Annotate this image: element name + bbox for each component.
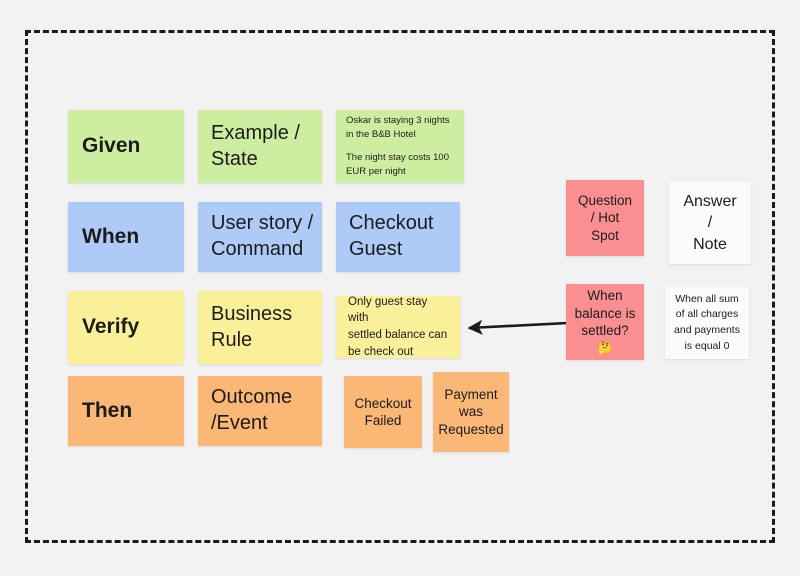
dashed-frame-border: [25, 30, 775, 543]
question-balance-line1: When: [587, 288, 623, 304]
card-example-state-line1: Example /: [211, 121, 300, 144]
row-label-then[interactable]: Then: [68, 376, 184, 446]
legend-question-line2: / Hot: [590, 210, 620, 226]
card-payment-requested-line2: was: [458, 404, 483, 420]
thinking-face-icon: 🤔: [597, 341, 613, 356]
card-example-state[interactable]: Example / State: [198, 110, 322, 183]
question-to-rule-arrow: [467, 319, 569, 335]
card-business-rule-line1: Business: [211, 302, 293, 325]
row-label-verify-text: Verify: [82, 315, 140, 339]
row-label-when-text: When: [82, 224, 140, 248]
card-user-story-line1: User story /: [211, 212, 314, 235]
card-user-story-command[interactable]: User story / Command: [198, 202, 322, 272]
card-outcome-event-line1: Outcome: [211, 386, 293, 409]
question-balance-line3: settled? 🤔: [574, 322, 636, 357]
card-payment-requested-line1: Payment: [444, 387, 498, 403]
legend-card-answer-note[interactable]: Answer / Note: [669, 182, 751, 264]
card-rule-detail-line1: Only guest stay with: [348, 295, 428, 325]
card-given-example-detail[interactable]: Oskar is staying 3 nights in the B&B Hot…: [336, 110, 464, 183]
card-business-rule[interactable]: Business Rule: [198, 291, 322, 364]
card-given-detail-para1: Oskar is staying 3 nights in the B&B Hot…: [346, 115, 450, 141]
card-user-story-line2: Command: [211, 238, 304, 260]
card-rule-detail-line2: settled balance can: [348, 329, 448, 341]
answer-balance-line3: and payments: [674, 324, 740, 336]
row-label-then-text: Then: [82, 398, 133, 422]
card-checkout-failed-line2: Failed: [364, 413, 402, 428]
card-checkout-failed[interactable]: Checkout Failed: [344, 376, 422, 448]
legend-answer-line3: Note: [693, 235, 727, 253]
card-rule-detail-line3: be check out: [348, 345, 414, 358]
card-payment-requested-line3: Requested: [438, 421, 504, 437]
card-answer-balance-settled[interactable]: When all sum of all charges and payments…: [665, 287, 749, 359]
legend-answer-line1: Answer: [683, 192, 737, 210]
card-outcome-event[interactable]: Outcome /Event: [198, 376, 322, 446]
card-checkout-failed-line1: Checkout: [354, 395, 412, 411]
card-given-detail-para2: The night stay costs 100 EUR per night: [346, 152, 449, 177]
row-label-given[interactable]: Given: [68, 110, 184, 183]
card-example-state-line2: State: [211, 147, 258, 170]
legend-card-question-hot-spot[interactable]: Question / Hot Spot: [566, 180, 644, 256]
card-rule-detail[interactable]: Only guest stay with settled balance can…: [336, 296, 460, 358]
card-checkout-guest[interactable]: Checkout Guest: [336, 202, 460, 272]
card-checkout-guest-line1: Checkout: [349, 212, 434, 235]
row-label-when[interactable]: When: [68, 202, 184, 272]
row-label-verify[interactable]: Verify: [68, 291, 184, 364]
legend-question-line3: Spot: [591, 227, 619, 243]
card-outcome-event-line2: /Event: [211, 412, 268, 434]
card-question-balance-settled[interactable]: When balance is settled? 🤔: [566, 284, 644, 360]
answer-balance-line2: of all charges: [675, 308, 739, 321]
row-label-given-text: Given: [82, 134, 141, 158]
question-balance-line2: balance is: [574, 305, 636, 321]
card-checkout-guest-line2: Guest: [349, 238, 403, 260]
question-balance-line3-text: settled?: [581, 322, 629, 338]
card-payment-was-requested[interactable]: Payment was Requested: [433, 372, 509, 452]
legend-question-line1: Question: [577, 193, 633, 209]
legend-answer-line2: /: [707, 214, 713, 232]
answer-balance-line4: is equal 0: [684, 339, 730, 352]
card-business-rule-line2: Rule: [211, 328, 253, 351]
answer-balance-line1: When all sum: [675, 292, 739, 305]
